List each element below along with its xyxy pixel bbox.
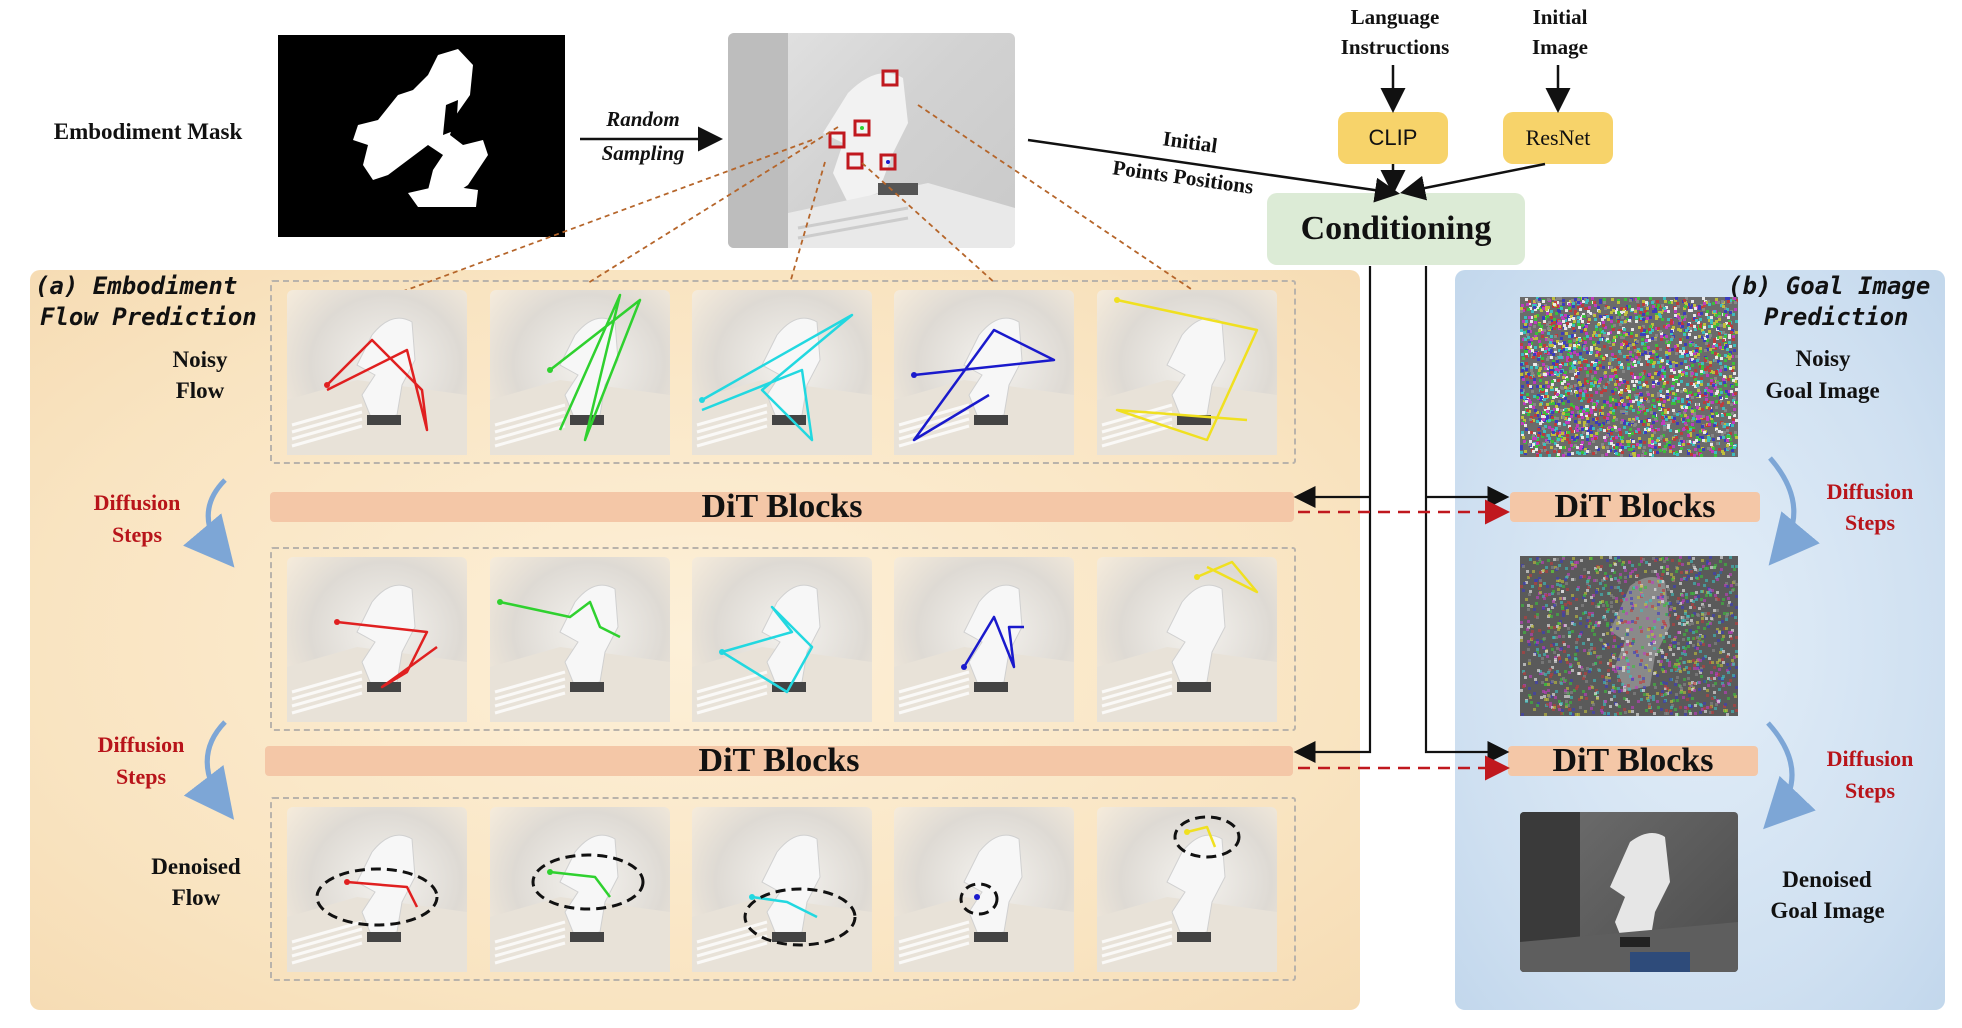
flow-track-r1-c3 (962, 615, 1024, 669)
random-sampling-label-1: Random (606, 107, 680, 131)
flow-thumbnail-r2-c2 (692, 807, 872, 972)
initial-image-label-1: Initial (1532, 5, 1588, 29)
denoised-highlight-ellipse-c1 (531, 853, 645, 911)
flow-track-r2-c4 (1186, 825, 1217, 848)
flow-track-r0-c4 (1115, 298, 1259, 442)
denoised-highlight-ellipse-c0 (315, 867, 439, 927)
denoised-goal-image-label-2: Goal Image (1770, 898, 1885, 923)
language-instructions-label-1: Language (1350, 5, 1440, 29)
mid-flow-row-box (270, 547, 1296, 731)
denoised-goal-image-label-1: Denoised (1782, 867, 1872, 892)
flow-track-r0-c2 (701, 313, 854, 442)
dit-blocks-right-bottom: DiT Blocks (1508, 744, 1758, 778)
intermediate-goal-image (1520, 556, 1738, 716)
noisy-flow-row-box (270, 280, 1296, 464)
flow-thumbnail-r1-c1 (490, 557, 670, 722)
flow-thumbnail-r1-c3 (894, 557, 1074, 722)
denoised-highlight-ellipse-c4 (1173, 815, 1241, 859)
left-diffusion-steps-1-label-2: Steps (111, 522, 163, 547)
flow-thumbnail-r1-c0 (287, 557, 467, 722)
flow-thumbnail-r1-c4 (1097, 557, 1277, 722)
dit-blocks-left-bottom: DiT Blocks (265, 744, 1293, 778)
flow-track-r2-c0 (346, 880, 419, 908)
flow-track-r1-c2 (721, 605, 814, 694)
denoised-goal-image (1520, 812, 1738, 972)
flow-track-r2-c2 (751, 895, 818, 919)
flow-thumbnail-r0-c4 (1097, 290, 1277, 455)
left-diffusion-steps-2-label-2: Steps (115, 764, 167, 789)
embodiment-flow-title-1: (a) Embodiment (35, 272, 238, 300)
flow-thumbnails (287, 290, 1277, 972)
embodiment-mask-image (278, 35, 565, 237)
denoised-flow-label-1: Denoised (151, 854, 241, 879)
embodiment-flow-title-2: Flow Prediction (40, 303, 257, 331)
sampled-points-image (728, 33, 1015, 248)
noisy-goal-image (1520, 297, 1738, 457)
conditioning-routing-lines (1293, 266, 1510, 763)
noisy-goal-image-label-2: Goal Image (1765, 378, 1880, 403)
flow-thumbnail-r0-c0 (287, 290, 467, 455)
dit-blocks-right-top: DiT Blocks (1510, 490, 1760, 524)
resnet-to-conditioning-arrow (1400, 162, 1546, 201)
flow-thumbnail-r2-c1 (490, 807, 670, 972)
flow-thumbnail-r2-c0 (287, 807, 467, 972)
random-sampling-label-2: Sampling (601, 141, 685, 165)
denoised-highlight-ellipse-c3 (959, 882, 999, 916)
initial-points-arrow (1027, 138, 1400, 203)
goal-image-title-1: (b) Goal Image (1728, 272, 1931, 300)
right-diffusion-steps-1-label-1: Diffusion (1826, 479, 1914, 504)
denoised-highlight-ellipse-c2 (743, 887, 857, 947)
flow-track-r1-c0 (336, 620, 438, 689)
embodiment-mask-label: Embodiment Mask (53, 119, 243, 144)
flow-track-r0-c0 (326, 338, 429, 432)
diffusion-curve-arrows (183, 456, 1820, 830)
conditioning-box: Conditioning (1267, 193, 1525, 265)
flow-thumbnail-r1-c2 (692, 557, 872, 722)
flow-thumbnail-r0-c3 (894, 290, 1074, 455)
denoised-flow-label-2: Flow (171, 885, 221, 910)
dit-blocks-left-top: DiT Blocks (270, 490, 1294, 524)
right-diffusion-steps-2-label-2: Steps (1844, 778, 1896, 803)
resnet-encoder-box: ResNet (1503, 112, 1613, 164)
flow-track-r1-c4 (1196, 560, 1259, 594)
goal-image-title-2: Prediction (1764, 303, 1909, 331)
flow-track-r1-c1 (499, 600, 621, 639)
sample-to-thumbnail-lines (384, 104, 1201, 299)
flow-track-r0-c1 (549, 293, 642, 442)
language-instructions-label-2: Instructions (1340, 35, 1450, 59)
clip-encoder-box: CLIP (1338, 112, 1448, 164)
right-diffusion-steps-2-label-1: Diffusion (1826, 746, 1914, 771)
noisy-goal-image-label-1: Noisy (1795, 346, 1851, 371)
flow-track-r0-c3 (912, 328, 1056, 442)
flow-thumbnail-r2-c4 (1097, 807, 1277, 972)
flow-thumbnail-r0-c1 (490, 290, 670, 455)
denoised-flow-row-box (270, 797, 1296, 981)
noisy-flow-label-2: Flow (175, 378, 225, 403)
flow-thumbnail-r0-c2 (692, 290, 872, 455)
flow-thumbnail-r2-c3 (894, 807, 1074, 972)
flow-track-r2-c1 (549, 870, 611, 898)
noisy-flow-label-1: Noisy (172, 347, 228, 372)
right-diffusion-steps-1-label-2: Steps (1844, 510, 1896, 535)
left-diffusion-steps-1-label-1: Diffusion (93, 490, 181, 515)
left-diffusion-steps-2-label-1: Diffusion (97, 732, 185, 757)
initial-image-label-2: Image (1532, 35, 1588, 59)
